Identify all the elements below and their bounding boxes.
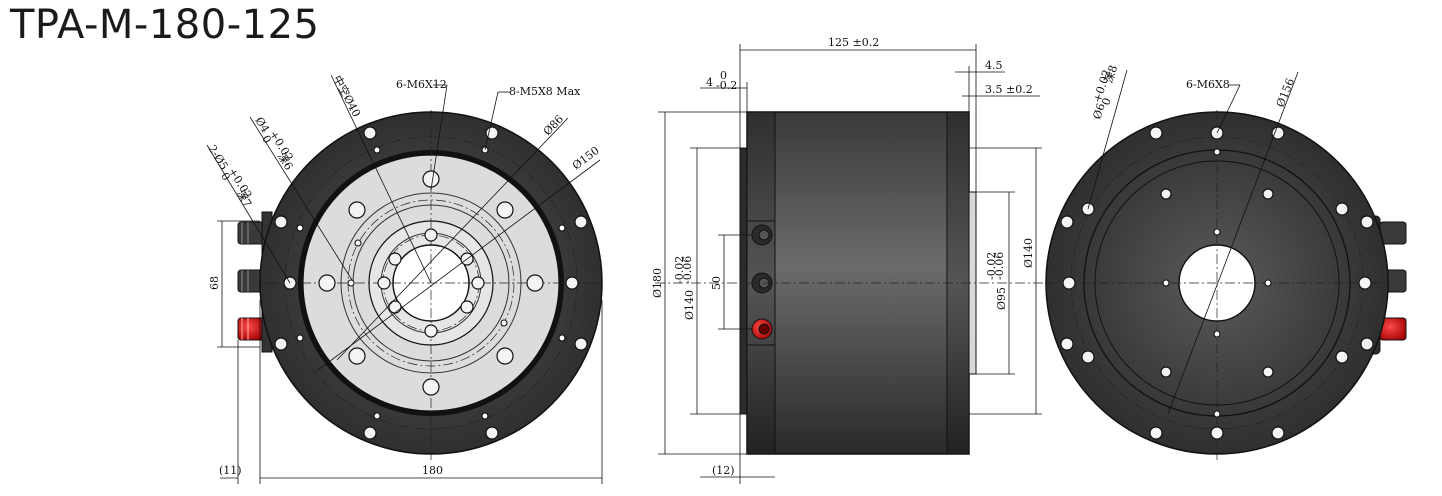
svg-text:Ø95: Ø95 <box>995 287 1008 310</box>
label-step-3-5: 3.5 ±0.2 <box>985 83 1033 96</box>
label-right-140: Ø140 <box>1022 238 1035 268</box>
label-step-4-5: 4.5 <box>985 59 1003 72</box>
label-offset-12: (12) <box>712 464 735 477</box>
svg-text:0: 0 <box>720 69 727 82</box>
label-output-95: Ø95 -0.02 -0.06 <box>985 252 1008 310</box>
svg-text:-0.06: -0.06 <box>993 252 1006 280</box>
label-pitch-86: Ø86 <box>541 112 566 138</box>
svg-text:深8: 深8 <box>1102 64 1120 85</box>
svg-text:Ø6: Ø6 <box>1090 102 1107 121</box>
label-flange-4: 4 0 -0.2 <box>706 69 737 92</box>
svg-text:0: 0 <box>218 170 233 183</box>
front-outer-holes <box>274 126 588 440</box>
label-length-125: 125 ±0.2 <box>828 36 879 49</box>
label-rear-pin: Ø6 +0.02 0 深8 <box>1090 64 1120 121</box>
page-title: TPA-M-180-125 <box>10 2 320 48</box>
svg-text:-0.02: -0.02 <box>673 256 686 284</box>
svg-text:Ø140: Ø140 <box>683 290 696 320</box>
label-dim-50: 50 <box>710 276 723 290</box>
label-pitch-150: Ø150 <box>570 144 602 172</box>
label-pitch-156: Ø156 <box>1274 76 1297 109</box>
label-offset-11: (11) <box>219 464 242 477</box>
label-dim-180: 180 <box>422 464 443 477</box>
svg-text:0: 0 <box>1099 96 1114 107</box>
label-pin-large: 2-Ø5 +0.02 0 深7 <box>205 143 254 210</box>
svg-text:-0.2: -0.2 <box>716 79 737 92</box>
svg-text:-0.02: -0.02 <box>985 252 998 280</box>
label-dim-68: 68 <box>208 276 221 290</box>
svg-text:-0.06: -0.06 <box>681 256 694 284</box>
label-dia-180: Ø180 <box>651 268 664 298</box>
label-8-m5x8: 8-M5X8 Max <box>509 85 581 98</box>
side-connectors <box>751 224 773 340</box>
label-pin-small: Ø4 +0.02 0 深6 <box>252 115 295 173</box>
label-pilot-140: Ø140 -0.02 -0.06 <box>673 256 696 320</box>
svg-text:Ø4: Ø4 <box>252 115 272 135</box>
label-6-m6x12: 6-M6X12 <box>396 78 447 91</box>
side-view <box>655 44 1050 484</box>
svg-text:2-Ø5: 2-Ø5 <box>205 143 230 173</box>
label-6-m6x8: 6-M6X8 <box>1186 78 1230 91</box>
svg-text:4: 4 <box>706 76 713 89</box>
front-view <box>206 74 603 484</box>
label-hollow-40: 中空Ø40 <box>330 73 363 119</box>
rear-holes <box>1060 126 1374 440</box>
front-inner-holes <box>318 170 544 396</box>
rear-view <box>1045 69 1407 460</box>
